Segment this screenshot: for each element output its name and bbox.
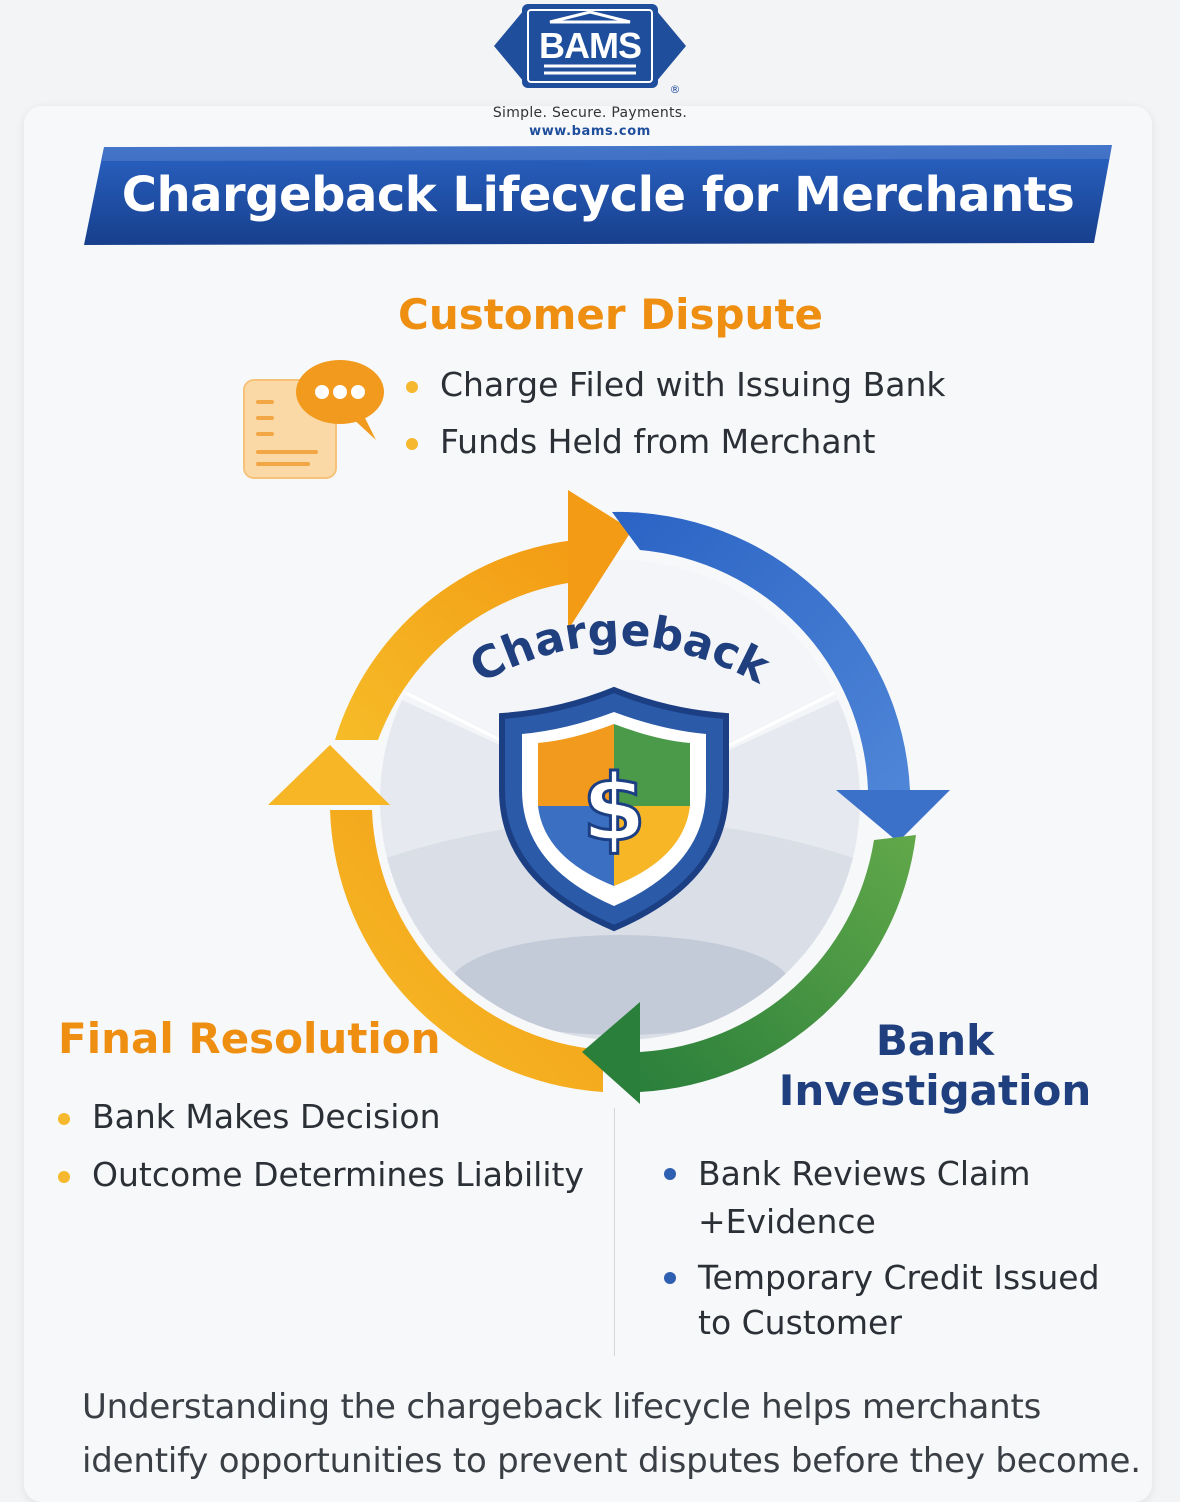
list-item-line: Temporary Credit Issued xyxy=(698,1258,1100,1297)
cycle-arrow-investigation xyxy=(612,511,910,790)
list-item: Bank Reviews Claim +Evidence xyxy=(664,1150,1031,1246)
footer-line: identify opportunities to prevent disput… xyxy=(82,1441,1141,1481)
heading-line: Bank xyxy=(875,1016,995,1065)
bullet-dot xyxy=(664,1272,676,1284)
list-item-line: to Customer xyxy=(698,1303,902,1342)
cycle-arrow-dispute xyxy=(330,810,603,1092)
bullet-dot xyxy=(58,1171,70,1183)
bullet-dot xyxy=(406,381,418,393)
list-item: Temporary Credit Issued to Customer xyxy=(664,1255,1100,1345)
website-link[interactable]: www.bams.com xyxy=(529,124,651,139)
shield-dollar-icon: $ xyxy=(499,686,729,932)
tagline: Simple. Secure. Payments. xyxy=(492,105,688,121)
footer-note: Understanding the chargeback lifecycle h… xyxy=(82,1380,1162,1488)
section-divider xyxy=(614,1108,615,1356)
dollar-sign: $ xyxy=(582,755,646,862)
list-item-line: +Evidence xyxy=(698,1202,876,1241)
registered-mark: ® xyxy=(670,83,681,96)
brand-header: BAMS ® Simple. Secure. Payments. www.bam… xyxy=(480,0,700,145)
bams-logo: BAMS ® xyxy=(494,4,686,96)
bullet-dot xyxy=(406,438,418,450)
footer-line: Understanding the chargeback lifecycle h… xyxy=(82,1387,1042,1427)
page-title: Chargeback Lifecycle for Merchants xyxy=(121,167,1075,223)
cycle-arrowhead-resolution xyxy=(268,745,390,805)
list-item: Bank Makes Decision xyxy=(58,1096,440,1139)
cycle-arrow-resolution xyxy=(640,835,916,1092)
stage-heading-bank-investigation: Bank Investigation xyxy=(770,1016,1100,1116)
cycle-arrowhead-final xyxy=(582,1002,640,1104)
logo-text: BAMS xyxy=(539,25,641,66)
list-item-line: Bank Reviews Claim xyxy=(698,1154,1031,1193)
heading-line: Investigation xyxy=(778,1066,1092,1115)
cycle-arrowhead-investigation xyxy=(836,790,950,842)
bullet-dot xyxy=(664,1168,676,1180)
list-item: Charge Filed with Issuing Bank xyxy=(406,364,946,407)
chat-document-icon xyxy=(243,360,384,479)
stage-heading-final-resolution: Final Resolution xyxy=(58,1014,441,1063)
title-banner xyxy=(84,145,1112,245)
bullet-dot xyxy=(58,1113,70,1125)
list-item: Outcome Determines Liability xyxy=(58,1154,584,1197)
stage-heading-customer-dispute: Customer Dispute xyxy=(398,290,824,339)
list-item: Funds Held from Merchant xyxy=(406,421,875,464)
